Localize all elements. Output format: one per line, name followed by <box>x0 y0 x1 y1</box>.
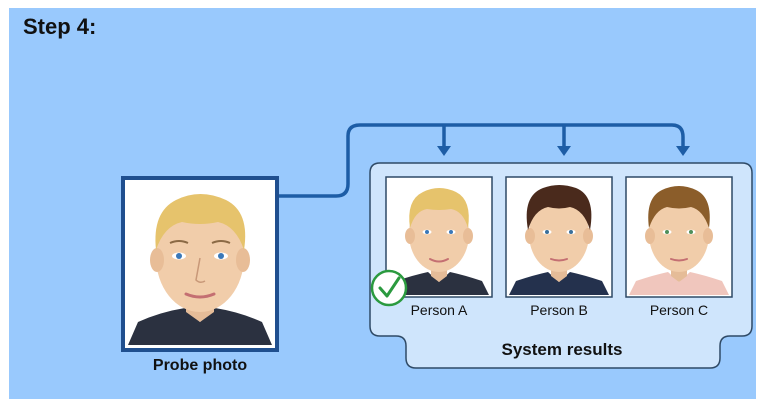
step-title: Step 4: <box>23 14 97 39</box>
person-c-label: Person C <box>649 302 709 318</box>
person-a-label: Person A <box>410 302 468 318</box>
probe-photo <box>121 176 279 352</box>
arrow-down-icon <box>676 146 690 156</box>
person-b-label: Person B <box>530 302 588 318</box>
arrow-down-icon <box>437 146 451 156</box>
probe-photo-label: Probe photo <box>152 357 248 374</box>
system-results-label: System results <box>501 340 623 359</box>
checkmark-icon <box>370 269 408 307</box>
arrow-down-icon <box>557 146 571 156</box>
person-c-photo <box>625 176 733 298</box>
person-a-photo <box>385 176 493 298</box>
person-b-photo <box>505 176 613 298</box>
arrow-heads <box>437 146 690 156</box>
connector-lines <box>273 123 685 198</box>
